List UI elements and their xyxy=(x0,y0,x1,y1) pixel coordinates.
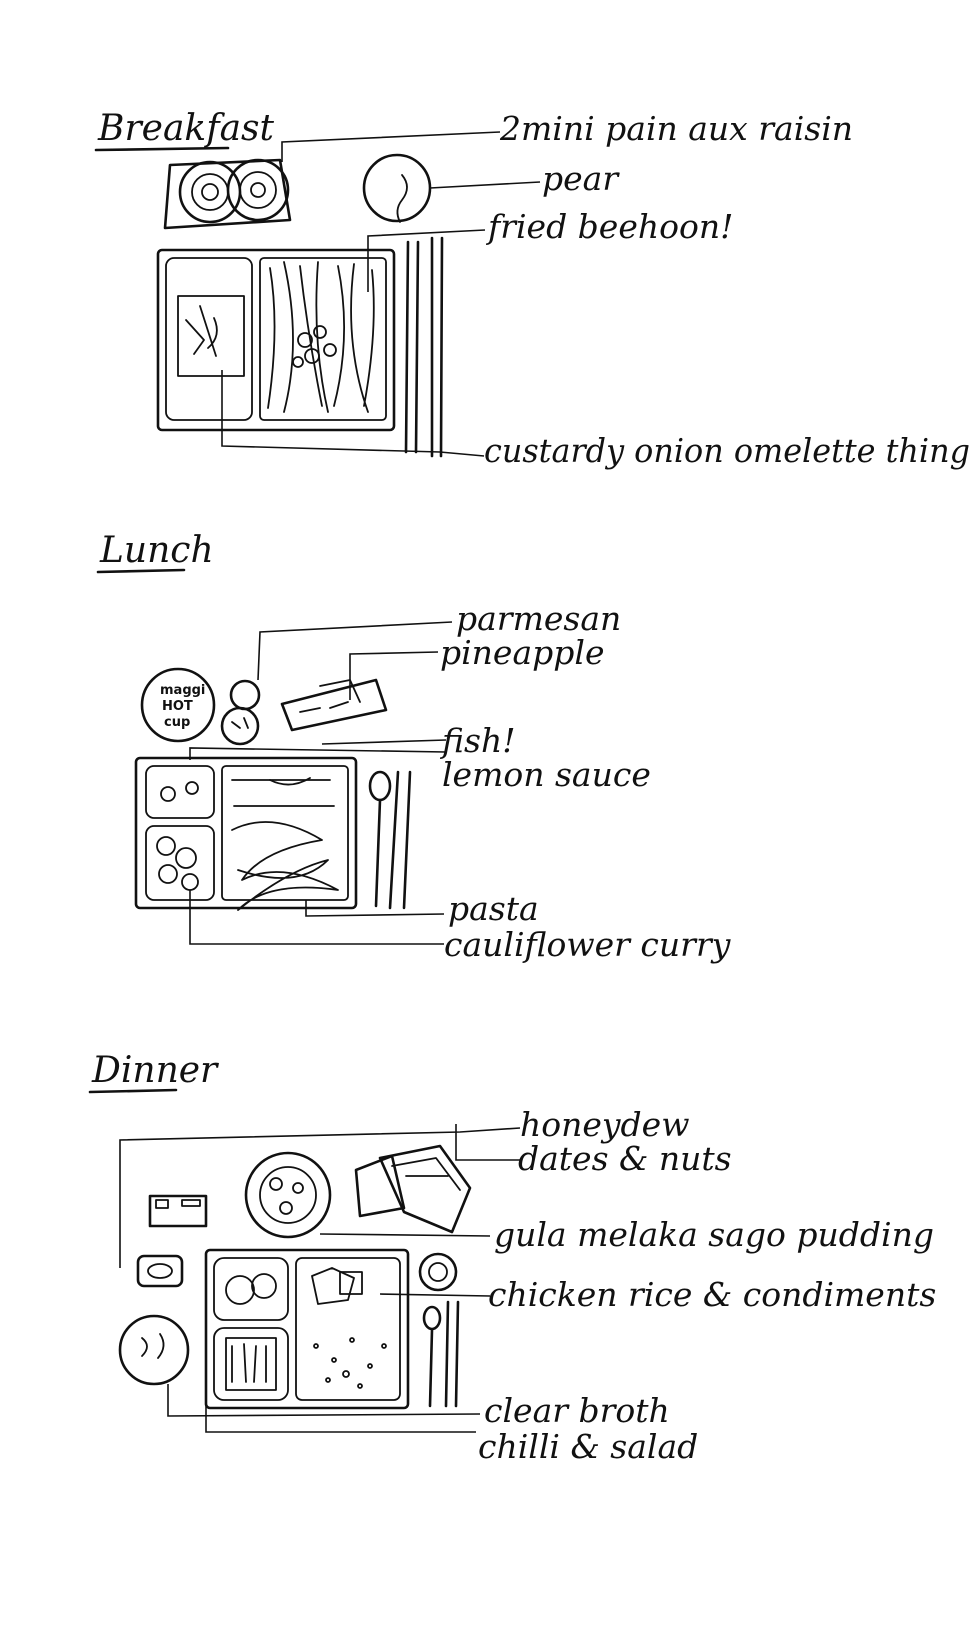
svg-text:cup: cup xyxy=(164,715,190,730)
label-sago-pudding: gula melaka sago pudding xyxy=(494,1215,934,1254)
label-cauliflower-curry: cauliflower curry xyxy=(444,925,731,964)
leader-line xyxy=(119,1127,521,1268)
label-lemon-sauce: lemon sauce xyxy=(442,755,651,794)
breakfast-heading: Breakfast xyxy=(97,108,275,149)
leader-line xyxy=(189,890,444,945)
sago-pudding-drawing xyxy=(244,1151,332,1239)
leader-line xyxy=(305,900,445,917)
dinner-underline xyxy=(88,1088,178,1094)
leader-line xyxy=(455,1124,520,1161)
label-fried-beehoon: fried beehoon! xyxy=(485,207,733,246)
label-parmesan: parmesan xyxy=(456,599,621,638)
label-clear-broth: clear broth xyxy=(484,1391,670,1430)
leader-line xyxy=(205,1404,476,1433)
leader-line xyxy=(221,370,485,457)
label-chilli-salad: chilli & salad xyxy=(478,1427,698,1466)
pineapple-drawing xyxy=(280,678,388,732)
dinner-box-drawing xyxy=(148,1194,208,1228)
svg-text:maggi: maggi xyxy=(160,683,205,698)
label-omelette: custardy onion omelette thing xyxy=(484,431,970,470)
svg-text:HOT: HOT xyxy=(162,699,193,714)
lunch-heading: Lunch xyxy=(99,530,214,571)
dinner-heading: Dinner xyxy=(91,1050,219,1091)
breakfast-chopsticks-drawing xyxy=(404,236,444,458)
leader-line xyxy=(281,131,501,162)
breakfast-underline xyxy=(94,146,230,152)
leader-line xyxy=(257,621,453,681)
dinner-section: Dinner xyxy=(88,1050,936,1466)
clear-broth-drawing xyxy=(118,1314,190,1386)
leader-line xyxy=(189,747,447,760)
maggi-cup-drawing: maggi HOT cup xyxy=(140,667,216,743)
lunch-section: Lunch maggi HOT cup xyxy=(96,530,731,964)
honeydew-dates-drawing xyxy=(354,1144,472,1234)
label-dates-nuts: dates & nuts xyxy=(518,1139,732,1178)
label-fish: fish! xyxy=(439,721,515,760)
pear-drawing xyxy=(362,153,432,223)
lunch-tray-drawing xyxy=(134,756,358,911)
leader-line xyxy=(167,1384,481,1417)
parmesan-drawing xyxy=(220,679,261,746)
breakfast-section: Breakfast xyxy=(94,108,970,470)
label-pineapple: pineapple xyxy=(440,633,604,672)
dinner-cutlery-drawing xyxy=(418,1252,460,1408)
lunch-cutlery-drawing xyxy=(368,770,412,910)
label-pain-aux-raisin: 2mini pain aux raisin xyxy=(499,109,853,148)
leader-line xyxy=(429,181,541,189)
dinner-tray-drawing xyxy=(204,1248,410,1410)
label-pasta: pasta xyxy=(448,889,539,928)
leader-line xyxy=(379,1293,491,1297)
label-honeydew: honeydew xyxy=(520,1105,689,1144)
breakfast-tray-drawing xyxy=(156,248,396,432)
condiment-dish-drawing xyxy=(136,1254,184,1288)
leader-line xyxy=(367,229,486,292)
leader-line xyxy=(321,739,447,745)
leader-line xyxy=(319,1233,491,1237)
leader-line xyxy=(349,651,439,700)
lunch-underline xyxy=(96,568,186,574)
pain-aux-raisin-drawing xyxy=(163,158,292,230)
label-pear: pear xyxy=(542,159,620,198)
label-chicken-rice: chicken rice & condiments xyxy=(488,1275,936,1314)
